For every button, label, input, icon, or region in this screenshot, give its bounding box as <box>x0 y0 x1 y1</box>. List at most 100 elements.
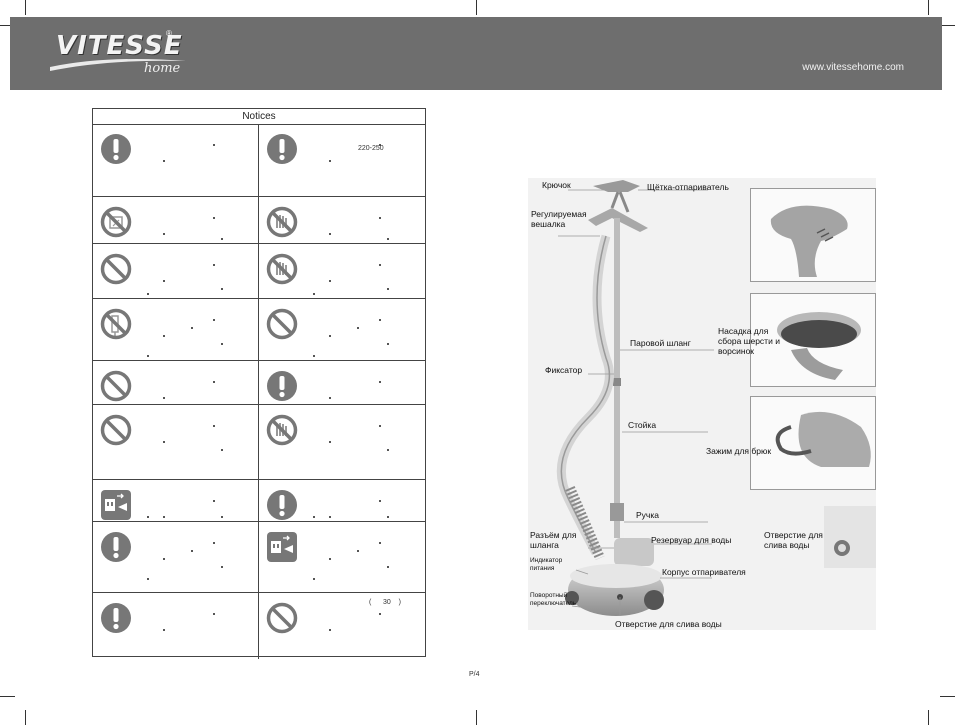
notice-divider <box>258 197 259 244</box>
print-speck <box>379 542 381 544</box>
print-speck <box>213 381 215 383</box>
voltage-text: 220-250 <box>358 145 384 152</box>
notice-divider <box>258 480 259 522</box>
detail-brush <box>750 188 876 282</box>
crop-mark <box>940 25 955 26</box>
notice-row <box>93 124 425 196</box>
exclamation-icon <box>100 602 132 634</box>
prohibition-icon <box>266 308 298 340</box>
exclamation-icon <box>266 370 298 402</box>
notice-divider <box>258 361 259 405</box>
exclamation-icon <box>100 133 132 165</box>
print-speck <box>213 319 215 321</box>
label-switch: Поворотный переключатель <box>530 592 577 607</box>
label-clip: Зажим для брюк <box>706 446 772 456</box>
print-speck <box>379 319 381 321</box>
lint-brush-detail-image <box>777 312 861 380</box>
print-speck <box>329 516 331 518</box>
print-speck <box>313 578 315 580</box>
registered-mark: ® <box>166 29 172 38</box>
product-diagram: Крючок Щётка-отпариватель Регулируемая в… <box>528 178 876 630</box>
notice-row <box>93 479 425 522</box>
time-text: ( 30 ) <box>369 599 401 606</box>
unplug-icon <box>266 531 298 563</box>
crop-mark <box>25 0 26 15</box>
print-speck <box>313 516 315 518</box>
print-speck <box>329 280 331 282</box>
label-hanger: Регулируемая вешалка <box>531 209 587 229</box>
print-speck <box>163 233 165 235</box>
no-hand-icon <box>266 414 298 446</box>
no-plug-icon <box>100 308 132 340</box>
label-socket: Разъём для шланга <box>530 530 577 550</box>
notice-row <box>93 298 425 361</box>
drain-detail-image <box>824 506 876 568</box>
print-speck <box>387 516 389 518</box>
exclamation-icon <box>266 489 298 521</box>
print-speck <box>213 613 215 615</box>
print-speck <box>379 381 381 383</box>
print-speck <box>213 542 215 544</box>
print-speck <box>379 425 381 427</box>
print-speck <box>329 441 331 443</box>
label-tank: Резервуар для воды <box>651 535 732 545</box>
print-speck <box>221 449 223 451</box>
print-speck <box>213 500 215 502</box>
detail-drain <box>824 506 876 568</box>
label-lint: Насадка для сбора шерсти и ворсинок <box>718 326 780 356</box>
print-speck <box>379 144 381 146</box>
crop-mark <box>0 696 15 697</box>
print-speck <box>379 264 381 266</box>
notice-divider <box>258 405 259 480</box>
print-speck <box>163 629 165 631</box>
notice-row <box>93 592 425 659</box>
print-speck <box>163 516 165 518</box>
label-brush: Щётка-отпариватель <box>647 182 729 192</box>
print-speck <box>387 343 389 345</box>
print-speck <box>329 335 331 337</box>
label-drain-top: Отверстие для слива воды <box>764 530 823 550</box>
header-band: VITESSE ® home www.vitessehome.com <box>10 17 942 90</box>
prohibition-icon <box>266 602 298 634</box>
print-speck <box>221 238 223 240</box>
crop-mark <box>476 710 477 725</box>
notice-row <box>93 243 425 299</box>
print-speck <box>379 613 381 615</box>
print-speck <box>387 288 389 290</box>
notice-row <box>93 404 425 480</box>
notice-divider <box>258 593 259 659</box>
no-hand-icon <box>266 253 298 285</box>
label-body: Корпус отпаривателя <box>662 567 746 577</box>
no-water-icon <box>100 206 132 238</box>
print-speck <box>329 397 331 399</box>
print-speck <box>221 566 223 568</box>
prohibition-icon <box>100 370 132 402</box>
print-speck <box>221 343 223 345</box>
label-handle: Ручка <box>636 510 659 520</box>
print-speck <box>379 217 381 219</box>
label-pole: Стойка <box>628 420 657 430</box>
brand-name: VITESSE <box>56 31 183 61</box>
print-speck <box>147 355 149 357</box>
print-speck <box>221 288 223 290</box>
print-speck <box>191 550 193 552</box>
print-speck <box>191 327 193 329</box>
crop-mark <box>25 710 26 725</box>
print-speck <box>221 516 223 518</box>
label-hose: Паровой шланг <box>630 338 691 348</box>
crop-mark <box>476 0 477 15</box>
notice-row <box>93 360 425 405</box>
print-speck <box>357 327 359 329</box>
print-speck <box>387 566 389 568</box>
print-speck <box>213 264 215 266</box>
print-speck <box>329 629 331 631</box>
print-speck <box>213 425 215 427</box>
notice-divider <box>258 124 259 196</box>
notice-row <box>93 521 425 593</box>
unplug-icon <box>100 489 132 521</box>
print-speck <box>163 558 165 560</box>
prohibition-icon <box>100 253 132 285</box>
print-speck <box>163 441 165 443</box>
detail-lint-brush <box>750 293 876 387</box>
site-url[interactable]: www.vitessehome.com <box>802 62 904 73</box>
